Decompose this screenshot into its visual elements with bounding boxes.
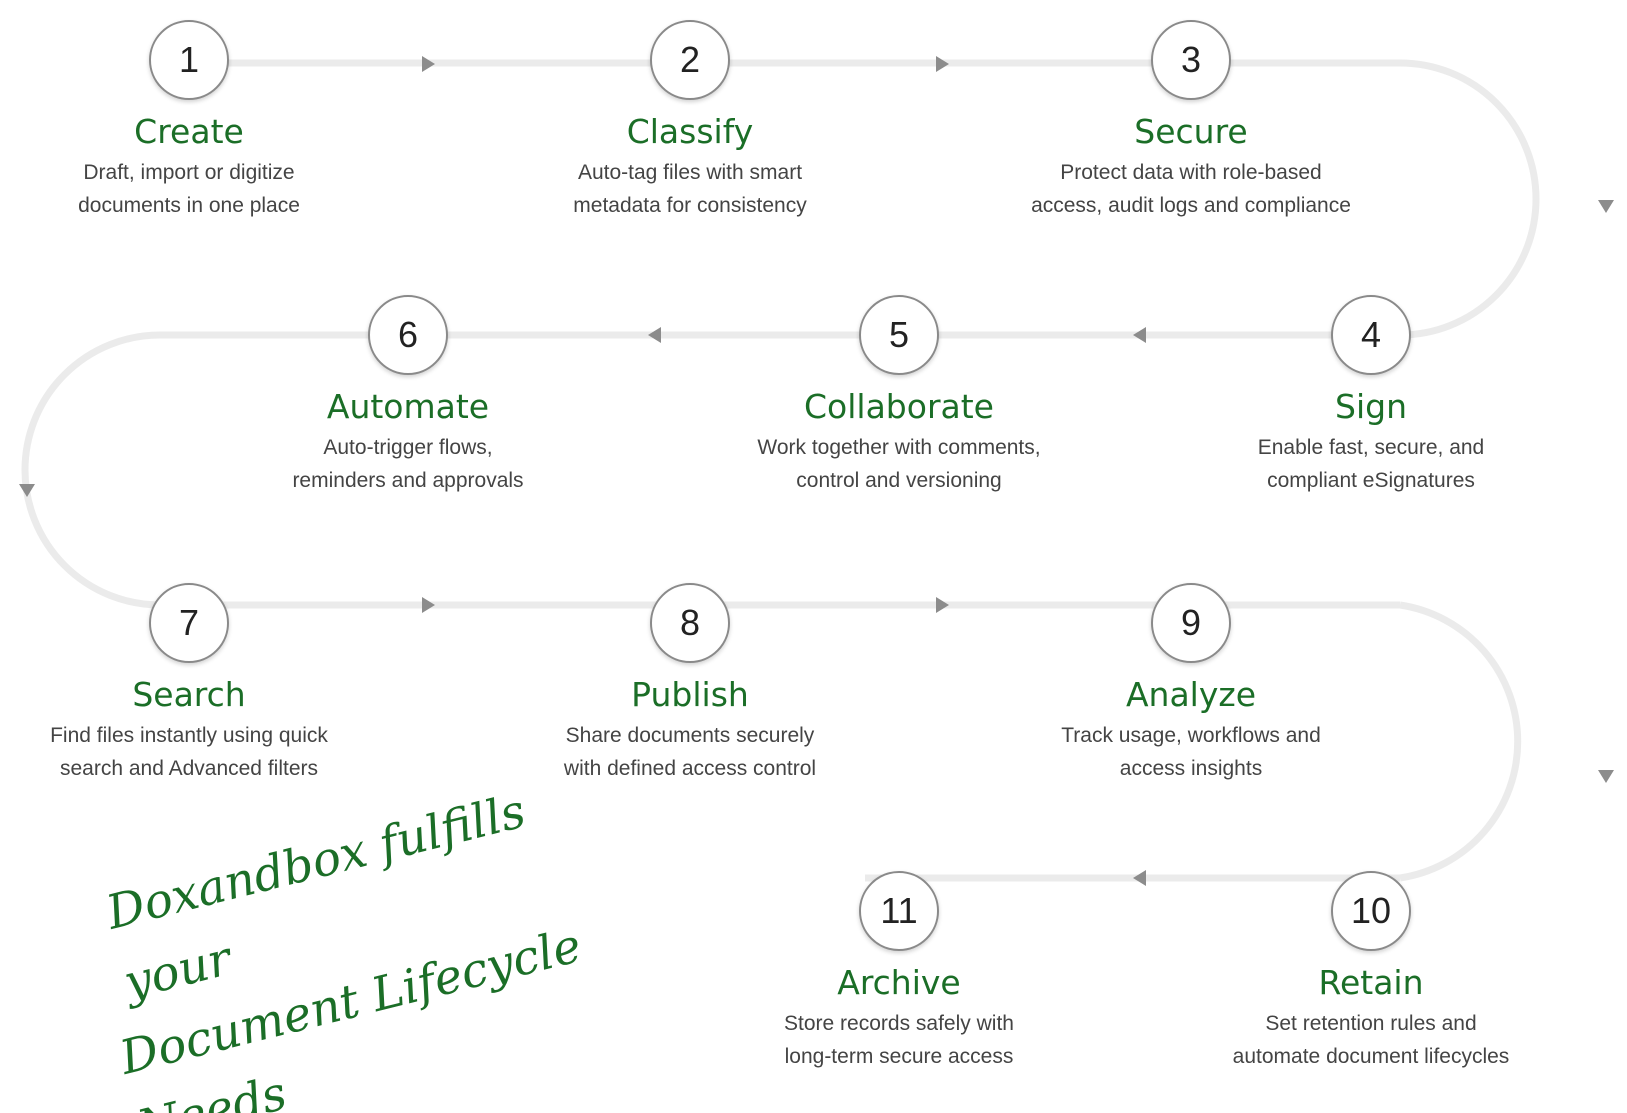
step-publish: 8 Publish Share documents securely with … xyxy=(510,583,870,785)
step-archive: 11 Archive Store records safely with lon… xyxy=(719,871,1079,1073)
step-title: Classify xyxy=(626,112,754,151)
arrow-right xyxy=(422,597,435,613)
step-number-circle: 3 xyxy=(1151,20,1231,100)
arrow-down xyxy=(19,484,35,497)
step-number-circle: 7 xyxy=(149,583,229,663)
arrow-left xyxy=(648,327,661,343)
step-analyze: 9 Analyze Track usage, workflows and acc… xyxy=(1011,583,1371,785)
step-number-circle: 4 xyxy=(1331,295,1411,375)
step-sign: 4 Sign Enable fast, secure, and complian… xyxy=(1191,295,1551,497)
step-title: Sign xyxy=(1335,387,1407,426)
step-description: Work together with comments, control and… xyxy=(757,436,1041,492)
arrow-right xyxy=(422,56,435,72)
step-description: Find files instantly using quick search … xyxy=(50,724,328,780)
step-title: Archive xyxy=(837,963,961,1002)
path-curve-left xyxy=(21,331,161,609)
arrow-right xyxy=(936,597,949,613)
step-number-circle: 11 xyxy=(859,871,939,951)
step-title: Publish xyxy=(631,675,749,714)
step-create: 1 Create Draft, import or digitize docum… xyxy=(9,20,369,222)
step-number-circle: 8 xyxy=(650,583,730,663)
arrow-left xyxy=(1133,327,1146,343)
step-collaborate: 5 Collaborate Work together with comment… xyxy=(719,295,1079,497)
step-title: Search xyxy=(132,675,246,714)
step-retain: 10 Retain Set retention rules and automa… xyxy=(1191,871,1551,1073)
step-automate: 6 Automate Auto-trigger flows, reminders… xyxy=(228,295,588,497)
arrow-down xyxy=(1598,200,1614,213)
path-curve-right-2 xyxy=(1399,601,1522,882)
step-title: Retain xyxy=(1318,963,1424,1002)
step-number-circle: 1 xyxy=(149,20,229,100)
step-secure: 3 Secure Protect data with role-based ac… xyxy=(1011,20,1371,222)
step-description: Auto-trigger flows, reminders and approv… xyxy=(292,436,524,492)
step-classify: 2 Classify Auto-tag files with smart met… xyxy=(510,20,870,222)
step-number-circle: 10 xyxy=(1331,871,1411,951)
step-description: Enable fast, secure, and compliant eSign… xyxy=(1257,436,1485,492)
arrow-left xyxy=(1133,870,1146,886)
step-number-circle: 6 xyxy=(368,295,448,375)
arrow-right xyxy=(936,56,949,72)
step-number-circle: 9 xyxy=(1151,583,1231,663)
step-number-circle: 5 xyxy=(859,295,939,375)
step-title: Create xyxy=(134,112,244,151)
step-description: Share documents securely with defined ac… xyxy=(563,724,817,780)
step-number-circle: 2 xyxy=(650,20,730,100)
step-description: Draft, import or digitize documents in o… xyxy=(78,161,300,217)
path-curve-right-1 xyxy=(1399,59,1540,339)
step-description: Track usage, workflows and access insigh… xyxy=(1061,724,1321,780)
step-title: Analyze xyxy=(1125,675,1257,714)
step-description: Auto-tag files with smart metadata for c… xyxy=(573,161,807,217)
step-description: Protect data with role-based access, aud… xyxy=(1031,161,1351,217)
step-description: Set retention rules and automate documen… xyxy=(1232,1012,1510,1068)
step-search: 7 Search Find files instantly using quic… xyxy=(9,583,369,785)
step-title: Secure xyxy=(1134,112,1248,151)
step-title: Collaborate xyxy=(804,387,994,426)
arrow-down xyxy=(1598,770,1614,783)
step-description: Store records safely with long-term secu… xyxy=(784,1012,1014,1068)
step-title: Automate xyxy=(326,387,490,426)
